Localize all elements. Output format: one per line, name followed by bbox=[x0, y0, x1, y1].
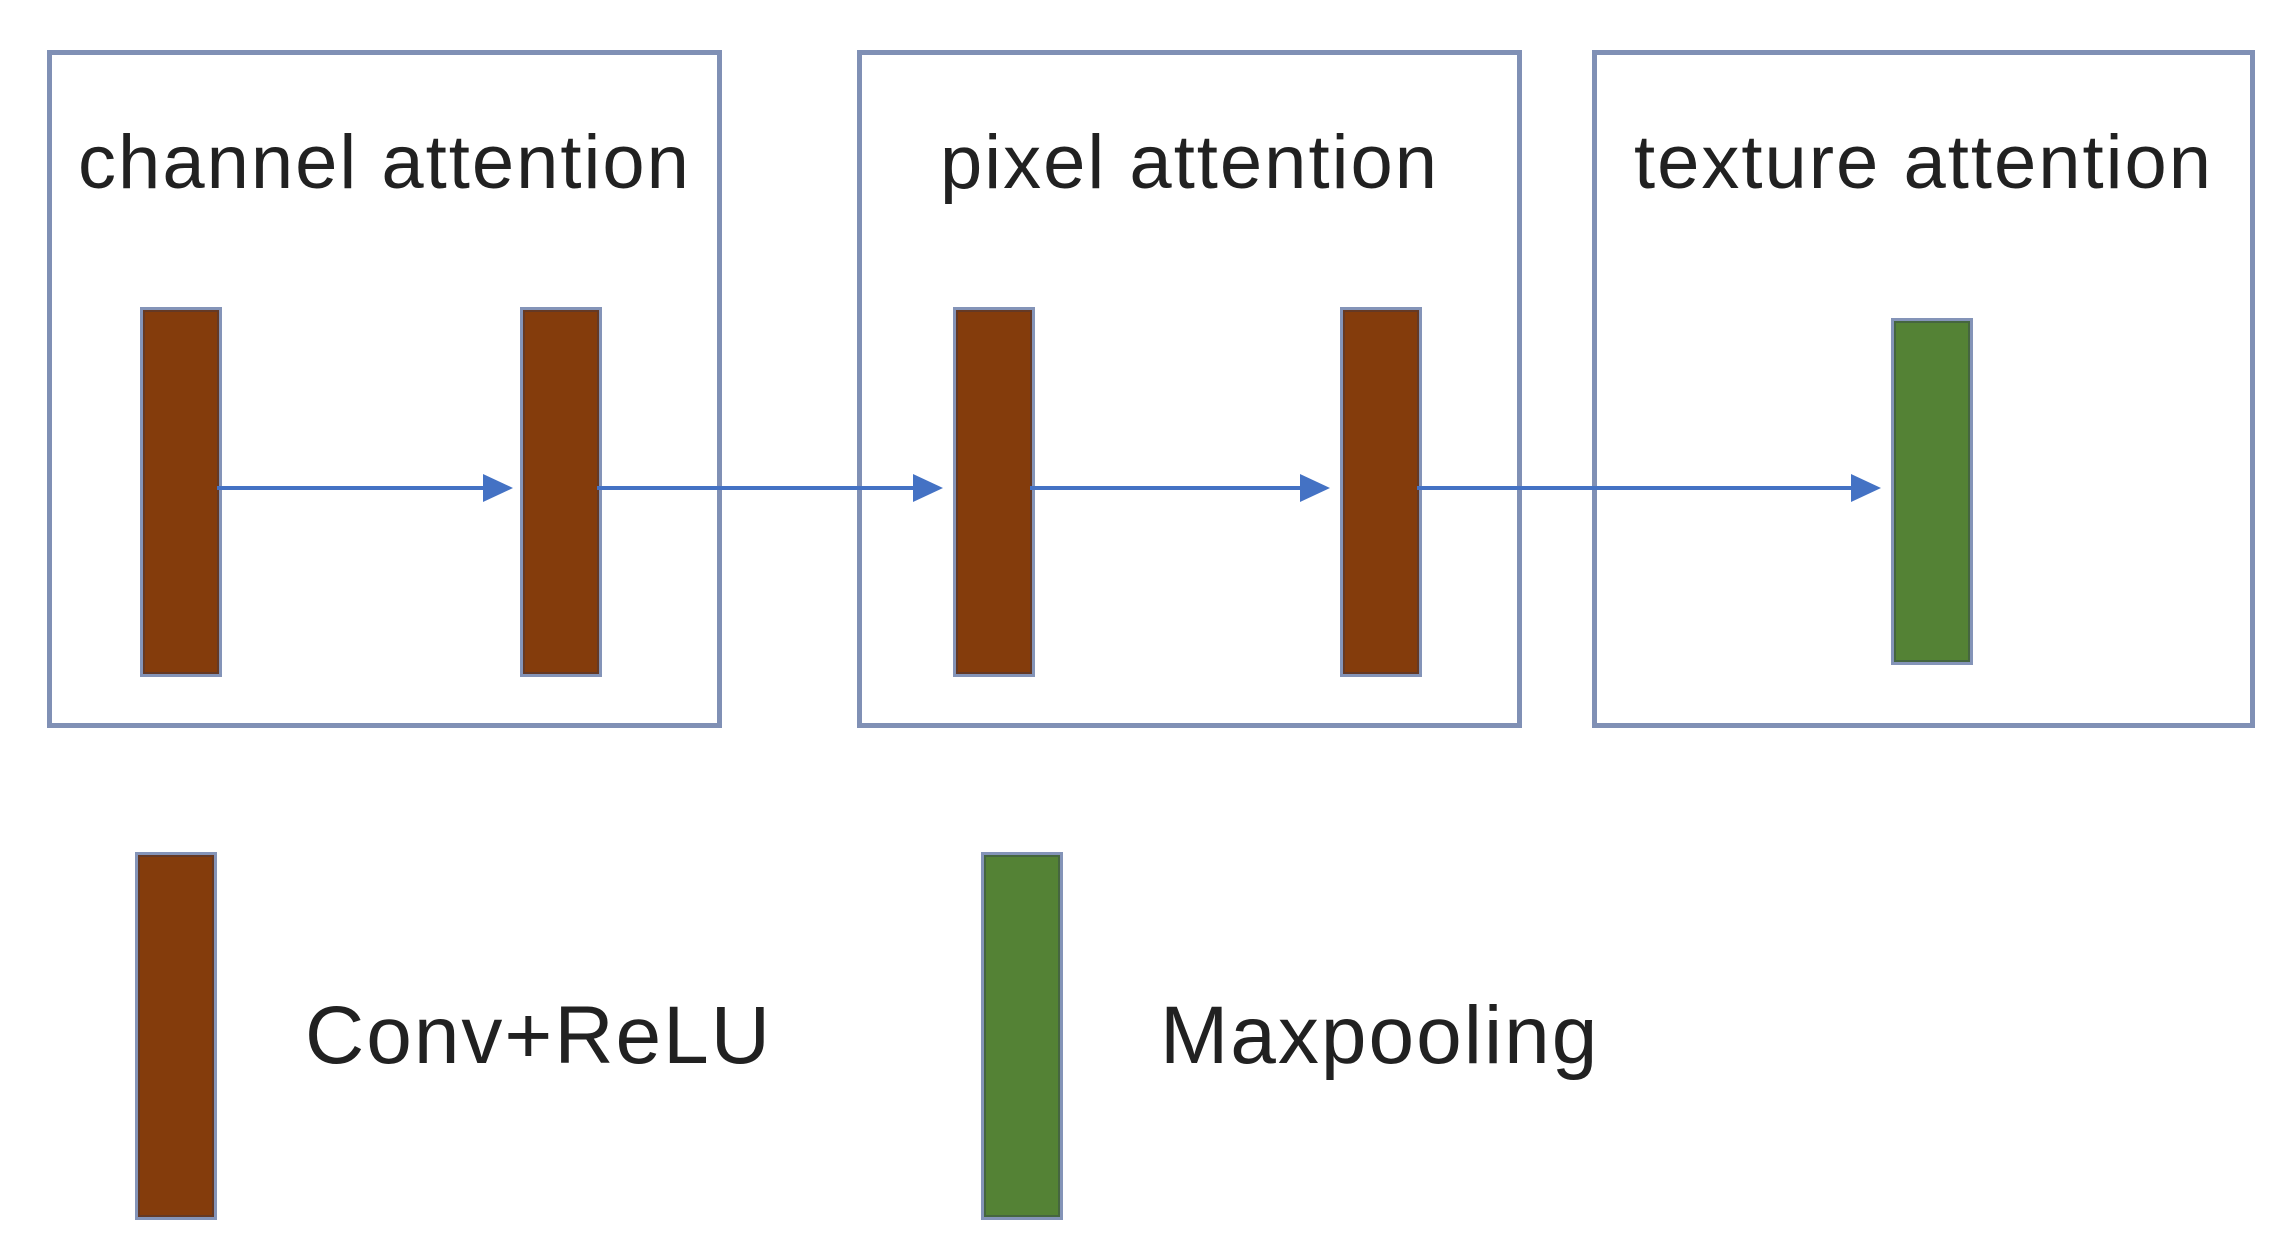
panel-channel-attention-title: channel attention bbox=[78, 120, 691, 205]
maxpooling-bar bbox=[1891, 318, 1973, 665]
legend-swatch-conv-relu bbox=[135, 852, 217, 1220]
panel-pixel-attention-title: pixel attention bbox=[940, 120, 1439, 205]
conv-relu-bar bbox=[1340, 307, 1422, 677]
legend-label-maxpooling: Maxpooling bbox=[1160, 990, 1600, 1081]
legend-label-conv-relu: Conv+ReLU bbox=[305, 990, 772, 1081]
conv-relu-bar bbox=[953, 307, 1035, 677]
flow-arrow-icon bbox=[1417, 474, 1881, 502]
panel-pixel-attention: pixel attention bbox=[857, 50, 1522, 728]
flow-arrow-icon bbox=[597, 474, 943, 502]
legend-swatch-maxpooling bbox=[981, 852, 1063, 1220]
panel-channel-attention: channel attention bbox=[47, 50, 722, 728]
panel-texture-attention-title: texture attention bbox=[1633, 120, 2214, 205]
conv-relu-bar bbox=[140, 307, 222, 677]
panel-texture-attention: texture attention bbox=[1592, 50, 2255, 728]
conv-relu-bar bbox=[520, 307, 602, 677]
flow-arrow-icon bbox=[217, 474, 513, 502]
flow-arrow-icon bbox=[1030, 474, 1330, 502]
